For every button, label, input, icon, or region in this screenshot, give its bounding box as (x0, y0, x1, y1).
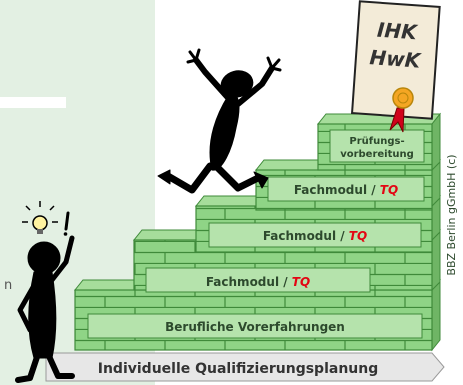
certificate-icon (350, 0, 441, 120)
step-5-label-line2: vorbereitung (340, 149, 414, 160)
step-4-label: Fachmodul / TQ (294, 183, 398, 197)
planning-arrow-label: Individuelle Qualifizierungsplanung (98, 361, 379, 377)
seal-icon (389, 87, 414, 133)
certificate: IHK HwK (350, 0, 441, 120)
left-panel-fragment: n (4, 278, 13, 293)
step-3-label: Fachmodul / TQ (263, 229, 367, 243)
step-1-label: Berufliche Vorerfahrungen (165, 320, 345, 334)
exclamation-icon (63, 211, 70, 236)
jumping-figure (157, 48, 282, 194)
certificate-line1: IHK (376, 18, 419, 45)
step-1: Berufliche Vorerfahrungen (73, 278, 442, 352)
step-3-tq: TQ (349, 229, 367, 243)
step-2-label: Fachmodul / TQ (206, 275, 310, 289)
certificate-line2: HwK (369, 45, 423, 73)
step-1-label-box (87, 313, 423, 339)
copyright-label: BBZ Berlin gGmbH (c) (445, 154, 458, 275)
step-5-label-box (329, 129, 425, 163)
planning-arrow: Individuelle Qualifizierungsplanung (45, 352, 445, 382)
step-5-label-line1: Prüfungs- (349, 136, 404, 147)
step-4-tq: TQ (380, 183, 398, 197)
thinking-figure (15, 235, 75, 383)
step-3-label-box (208, 222, 422, 248)
step-4-label-box (267, 176, 425, 202)
step-2-tq: TQ (292, 275, 310, 289)
lightbulb-icon (22, 201, 58, 234)
panel-bar (0, 97, 66, 108)
step-2-label-box (145, 267, 371, 293)
step-5: Prüfungs- vorbereitung (316, 112, 442, 172)
